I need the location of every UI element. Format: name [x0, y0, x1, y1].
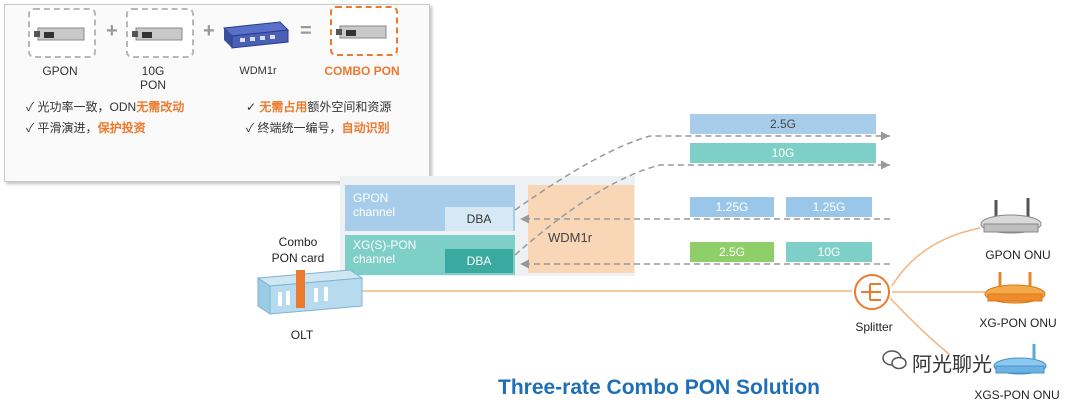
feature-highlight: 自动识别: [341, 121, 390, 135]
fiber-xgs-onu: [889, 297, 951, 356]
feature-highlight: 保护投资: [97, 121, 146, 135]
router-icon: [980, 198, 1042, 234]
wdm1r-label: WDM1r: [239, 65, 277, 77]
watermark: 阿光聊光: [882, 346, 992, 376]
wdm1r-block: WDM1r: [528, 185, 634, 273]
10g-pon-label: 10G PON: [139, 64, 166, 92]
splitter-node: [852, 272, 892, 312]
xgs-pon-onu-label: XGS-PON ONU: [974, 388, 1060, 402]
gpon-module-image: [28, 8, 96, 58]
wdm1r-block-label: WDM1r: [548, 230, 593, 245]
downstream-rate-10g: 10G: [690, 143, 876, 163]
splitter-icon: [854, 274, 890, 310]
splitter-label: Splitter: [855, 320, 893, 334]
feature-text: 平滑演进，: [37, 121, 98, 135]
downstream-gpon-arrow: [514, 131, 890, 211]
10g-pon-module-image: [126, 8, 194, 58]
upstream-rate-10g: 10G: [786, 242, 872, 262]
check-icon: ✓: [26, 121, 35, 135]
check-icon: ✓: [246, 121, 255, 135]
wdm-device-icon: [222, 21, 290, 49]
wdm1r-device-image: [220, 14, 292, 52]
sfp-module-icon: [336, 25, 387, 39]
upstream-rate-1-25g-b: 1.25G: [786, 197, 872, 217]
feature-auto-identify: ✓ 终端统一编号，自动识别: [246, 119, 390, 136]
wechat-icon: [882, 350, 907, 370]
combo-pon-label: COMBO PON: [324, 64, 400, 78]
combo-pon-card-label: Combo PON card: [271, 235, 325, 265]
xg-pon-onu-label: XG-PON ONU: [979, 316, 1057, 330]
equals-sign: =: [300, 20, 312, 42]
combo-pon-module-image: [330, 6, 398, 56]
feature-text: 额外空间和资源: [307, 100, 392, 114]
check-icon: ✓: [26, 100, 35, 114]
xgs-dba: DBA: [445, 249, 513, 273]
watermark-text: 阿光聊光: [912, 354, 992, 376]
gpon-onu-device: [978, 196, 1044, 238]
router-icon: [984, 272, 1046, 304]
router-icon: [993, 344, 1047, 375]
gpon-onu-label: GPON ONU: [985, 248, 1051, 262]
plus-sign-2: +: [203, 20, 215, 42]
feature-text: 光功率一致，ODN: [37, 100, 137, 114]
xgs-pon-onu-device: [990, 340, 1050, 380]
feature-optical-power: ✓ 光功率一致，ODN无需改动: [26, 98, 184, 115]
olt-chassis-icon: [256, 269, 364, 315]
olt-device: [254, 264, 364, 318]
plus-sign-1: +: [106, 20, 118, 42]
feature-highlight: 无需改动: [136, 100, 185, 114]
sfp-module-icon: [132, 27, 183, 41]
fiber-gpon-onu: [891, 227, 981, 287]
feature-highlight: 无需占用: [259, 100, 308, 114]
check-icon: ✓: [246, 100, 257, 114]
feature-text: 终端统一编号，: [257, 121, 342, 135]
upstream-rate-2-5g: 2.5G: [690, 242, 774, 262]
downstream-rate-2-5g: 2.5G: [690, 114, 876, 134]
upstream-rate-1-25g-a: 1.25G: [690, 197, 774, 217]
feature-no-extra-space: ✓ 无需占用额外空间和资源: [246, 98, 391, 115]
gpon-label: GPON: [42, 64, 78, 78]
gpon-dba: DBA: [445, 207, 513, 231]
downstream-xgs-arrow: [514, 160, 890, 256]
sfp-module-icon: [34, 27, 85, 41]
diagram-title: Three-rate Combo PON Solution: [498, 376, 821, 399]
feature-smooth-evolution: ✓ 平滑演进，保护投资: [26, 119, 146, 136]
xg-pon-onu-device: [982, 270, 1048, 310]
olt-label: OLT: [290, 328, 314, 342]
